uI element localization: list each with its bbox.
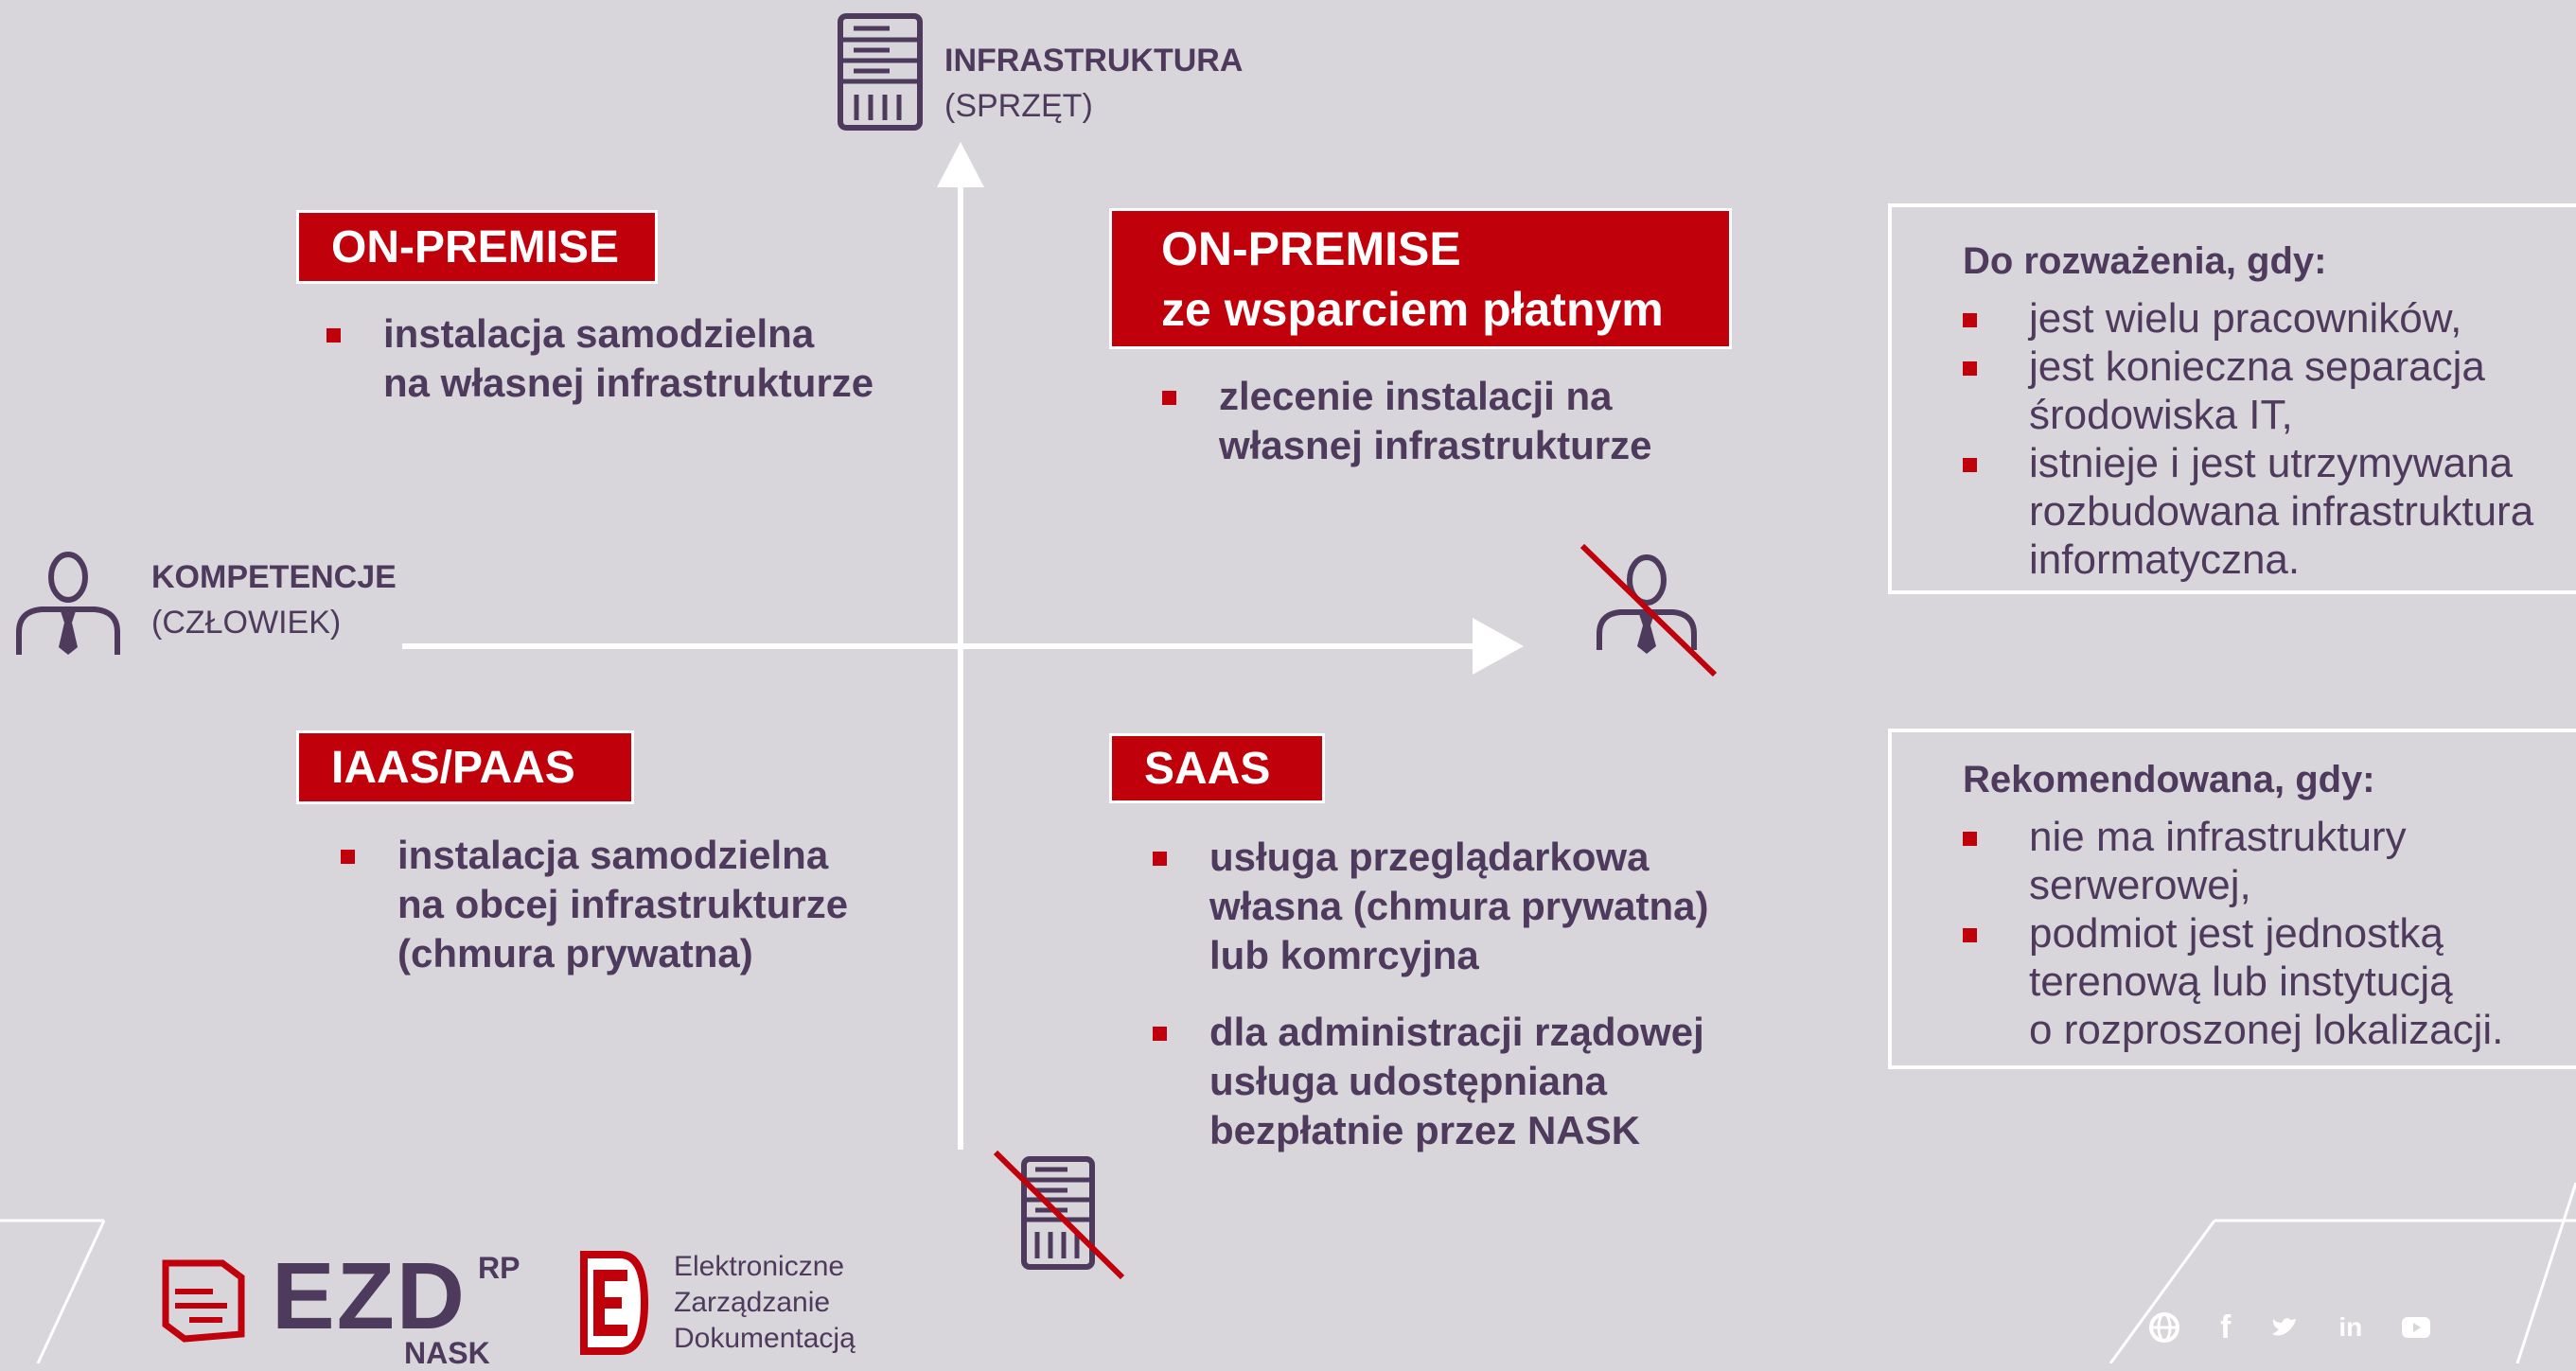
nask-logo-text: NASK bbox=[404, 1336, 490, 1370]
vertical-axis-arrowhead bbox=[937, 142, 984, 187]
bullet-text: usługa przeglądarkowa własna (chmura pry… bbox=[1209, 835, 1709, 977]
bullet-text: zlecenie instalacji na własnej infrastru… bbox=[1219, 374, 1652, 467]
bullet-square-icon bbox=[1963, 832, 1977, 846]
horizontal-axis-subtitle: (CZŁOWIEK) bbox=[151, 605, 342, 641]
quadrant-top-left-title-text: ON-PREMISE bbox=[331, 221, 620, 272]
bullet-square-icon bbox=[1162, 391, 1176, 405]
bullet-square-icon bbox=[1963, 313, 1977, 327]
ezd-full-name: Elektroniczne Zarządzanie Dokumentacją bbox=[674, 1249, 856, 1357]
ezd-name-line1: Elektroniczne bbox=[674, 1251, 845, 1282]
ezd-name-line2: Zarządzanie bbox=[674, 1287, 831, 1318]
corner-decoration bbox=[36, 1220, 106, 1363]
recommended-panel: Rekomendowana, gdy: nie ma infrastruktur… bbox=[1888, 729, 2576, 1069]
consider-item: istnieje i jest utrzymywana rozbudowana … bbox=[1963, 439, 2533, 584]
quadrant-bottom-right-bullet: dla administracji rządowej usługa udostę… bbox=[1153, 1008, 1777, 1155]
crossed-server-icon bbox=[993, 1145, 1131, 1282]
linkedin-icon[interactable]: in bbox=[2338, 1312, 2363, 1342]
bullet-square-icon bbox=[1963, 928, 1977, 942]
quadrant-bottom-left-title-text: IAAS/PAAS bbox=[331, 742, 575, 793]
recommended-item: podmiot jest jednostką terenową lub inst… bbox=[1963, 909, 2503, 1054]
bullet-text: dla administracji rządowej usługa udostę… bbox=[1209, 1010, 1704, 1152]
server-icon bbox=[833, 11, 927, 134]
bullet-text: instalacja samodzielna na obcej infrastr… bbox=[397, 833, 849, 976]
youtube-icon[interactable] bbox=[2402, 1317, 2431, 1338]
quadrant-top-right-title-line2: ze wsparciem płatnym bbox=[1161, 282, 1664, 336]
quadrant-top-left-title: ON-PREMISE bbox=[296, 210, 658, 284]
bullet-text: instalacja samodzielna na własnej infras… bbox=[383, 311, 874, 405]
ezd-logo-mark bbox=[162, 1259, 245, 1343]
consider-panel: Do rozważenia, gdy: jest wielu pracownik… bbox=[1888, 203, 2576, 594]
recommended-item-text: podmiot jest jednostką terenową lub inst… bbox=[2029, 910, 2504, 1053]
horizontal-axis-label: KOMPETENCJE (CZŁOWIEK) bbox=[151, 554, 397, 645]
recommended-panel-title: Rekomendowana, gdy: bbox=[1963, 759, 2375, 800]
bullet-square-icon bbox=[1963, 361, 1977, 376]
consider-item: jest konieczna separacja środowiska IT, bbox=[1963, 343, 2485, 439]
consider-item-text: istnieje i jest utrzymywana rozbudowana … bbox=[2029, 440, 2534, 583]
twitter-icon[interactable] bbox=[2270, 1315, 2299, 1340]
quadrant-bottom-right-title: SAAS bbox=[1109, 733, 1325, 803]
ezd-logo-rp: RP bbox=[478, 1251, 520, 1285]
ezd-e-logo-icon bbox=[573, 1247, 649, 1359]
bullet-square-icon bbox=[1963, 458, 1977, 472]
quadrant-top-right-bullet: zlecenie instalacji na własnej infrastru… bbox=[1162, 372, 1749, 470]
recommended-item-text: nie ma infrastruktury serwerowej, bbox=[2029, 814, 2407, 908]
facebook-icon[interactable]: f bbox=[2220, 1309, 2232, 1345]
quadrant-bottom-right-title-text: SAAS bbox=[1144, 743, 1271, 794]
corner-decoration bbox=[2108, 1220, 2216, 1363]
crossed-person-icon bbox=[1579, 543, 1722, 681]
bullet-square-icon bbox=[326, 328, 341, 343]
consider-item: jest wielu pracowników, bbox=[1963, 294, 2461, 343]
ezd-name-line3: Dokumentacją bbox=[674, 1323, 856, 1354]
bullet-square-icon bbox=[341, 850, 355, 864]
quadrant-top-right-title: ON-PREMISE ze wsparciem płatnym bbox=[1109, 208, 1732, 349]
bullet-square-icon bbox=[1153, 852, 1167, 866]
social-links: f in bbox=[2148, 1304, 2431, 1351]
vertical-axis-subtitle: (SPRZĘT) bbox=[944, 88, 1093, 124]
quadrant-bottom-left-title: IAAS/PAAS bbox=[296, 730, 634, 804]
consider-item-text: jest konieczna separacja środowiska IT, bbox=[2029, 343, 2485, 438]
quadrant-bottom-right-bullet: usługa przeglądarkowa własna (chmura pry… bbox=[1153, 833, 1777, 980]
consider-item-text: jest wielu pracowników, bbox=[2029, 295, 2462, 342]
quadrant-top-right-title-line1: ON-PREMISE bbox=[1161, 221, 1461, 275]
person-icon bbox=[11, 549, 125, 658]
vertical-axis-title: INFRASTRUKTURA bbox=[944, 43, 1244, 79]
ezd-logo-text: EZD bbox=[272, 1243, 467, 1349]
globe-icon[interactable] bbox=[2148, 1311, 2180, 1344]
quadrant-bottom-left-bullet: instalacja samodzielna na obcej infrastr… bbox=[341, 831, 927, 978]
consider-panel-title: Do rozważenia, gdy: bbox=[1963, 240, 2327, 282]
ezd-logo: EZD RP NASK bbox=[156, 1243, 544, 1370]
quadrant-top-left-bullet: instalacja samodzielna na własnej infras… bbox=[326, 309, 932, 408]
horizontal-axis-arrowhead bbox=[1473, 618, 1524, 675]
corner-decoration bbox=[2515, 1182, 2576, 1363]
horizontal-axis-title: KOMPETENCJE bbox=[151, 559, 397, 595]
recommended-item: nie ma infrastruktury serwerowej, bbox=[1963, 813, 2407, 909]
vertical-axis-label: INFRASTRUKTURA (SPRZĘT) bbox=[944, 38, 1243, 129]
bullet-square-icon bbox=[1153, 1027, 1167, 1041]
